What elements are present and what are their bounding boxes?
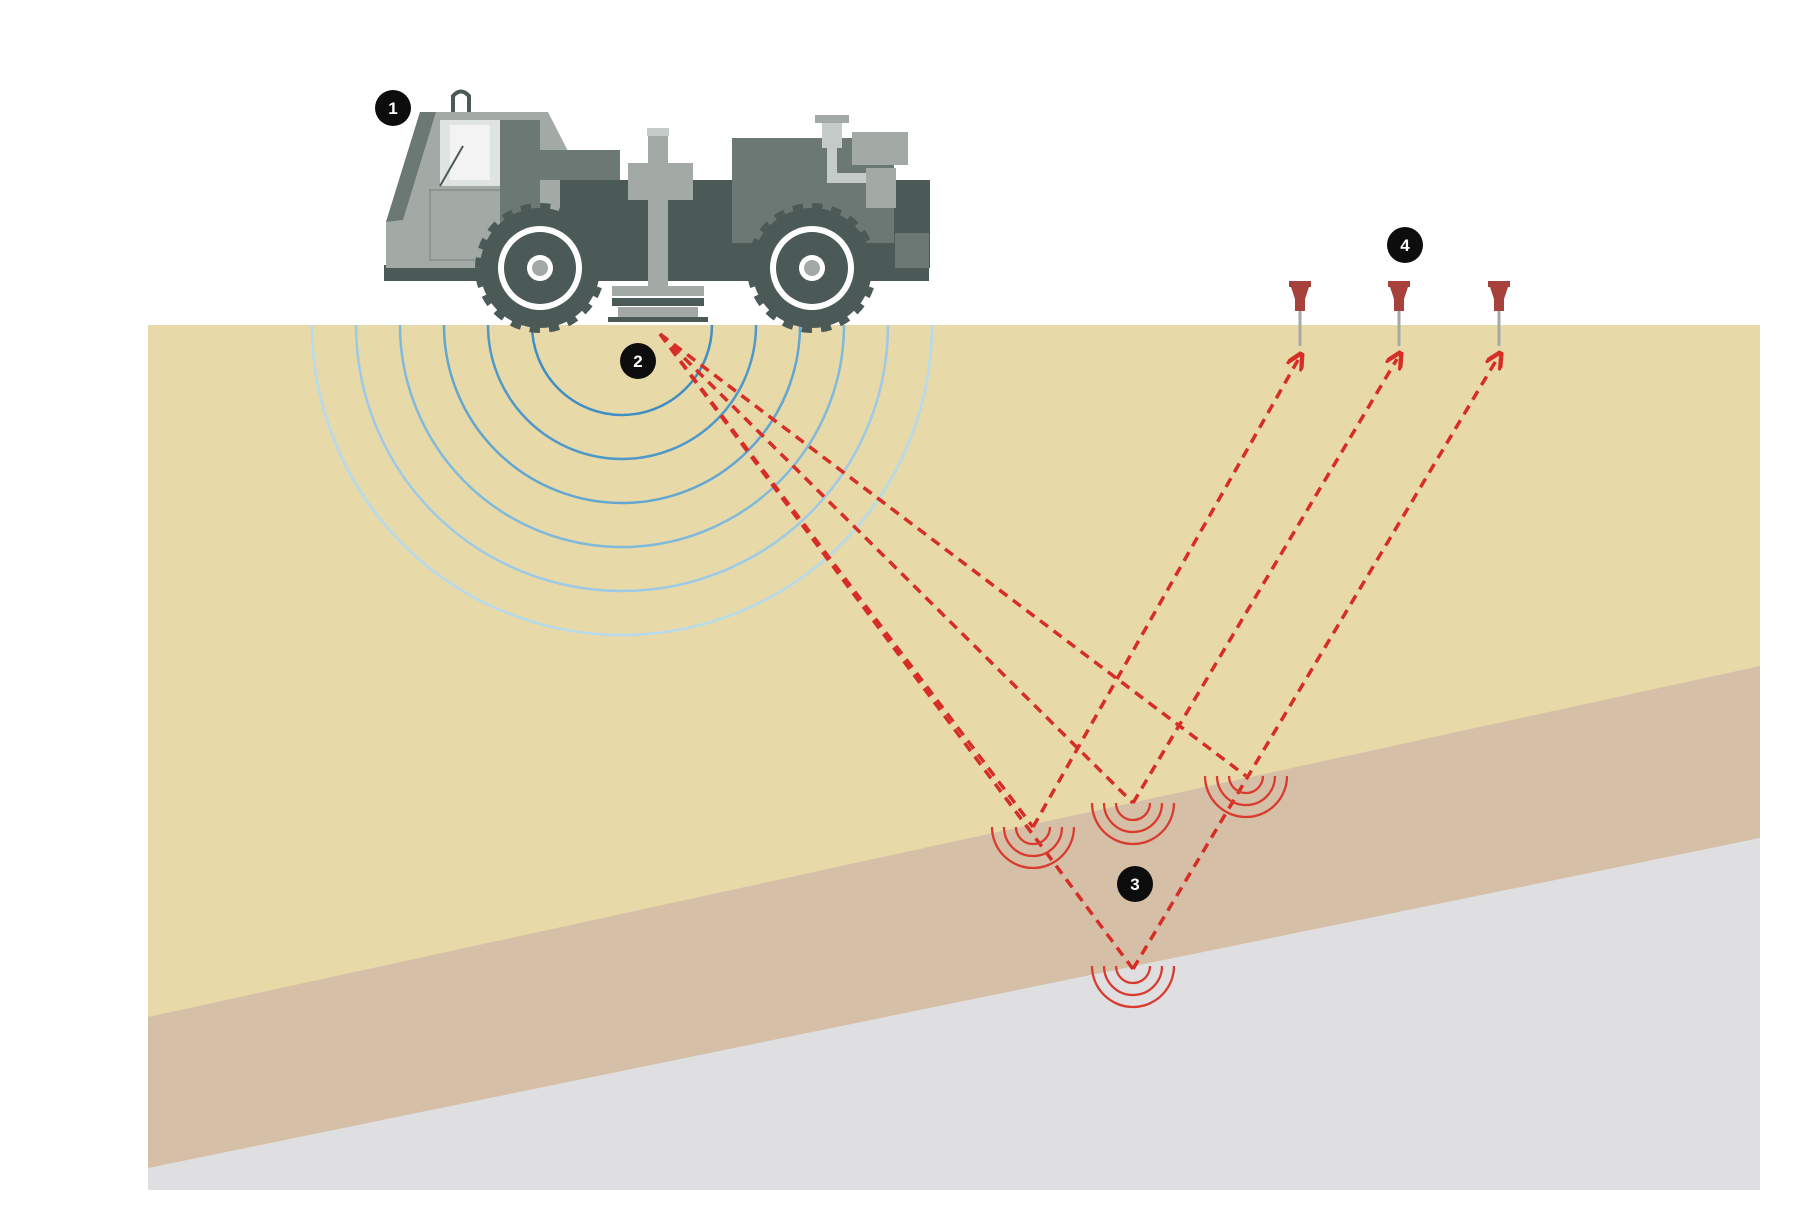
reflected-ray-1 xyxy=(1031,360,1298,828)
wavefront-1 xyxy=(530,324,714,417)
source-wavefronts xyxy=(310,324,934,637)
wavefront-5 xyxy=(354,324,890,593)
reflection-ripple-3 xyxy=(1203,775,1289,819)
geophone-array xyxy=(1289,281,1510,346)
marker-1: 1 xyxy=(375,90,411,126)
marker-4-label: 4 xyxy=(1400,236,1410,255)
seismic-rays xyxy=(658,332,1497,971)
marker-3-label: 3 xyxy=(1130,875,1139,894)
reflected-ray-2 xyxy=(1131,359,1397,804)
reflection-ripple-2 xyxy=(1090,802,1176,846)
marker-2-label: 2 xyxy=(633,352,642,371)
reflection-ripple-4 xyxy=(1090,965,1176,1009)
marker-4: 4 xyxy=(1387,227,1423,263)
vibroseis-truck-icon xyxy=(384,89,930,333)
ground-layers xyxy=(148,325,1760,1190)
incident-ray-b xyxy=(658,332,1135,805)
incident-ray-c xyxy=(658,332,1248,778)
vibrator-column xyxy=(648,130,668,290)
geophone-icon xyxy=(1289,281,1311,346)
front-wheel xyxy=(475,203,605,333)
incident-ray-a xyxy=(658,332,1035,829)
wavefront-3 xyxy=(442,324,802,505)
rear-wheel xyxy=(747,203,877,333)
reflection-points xyxy=(990,775,1289,1009)
marker-3: 3 xyxy=(1117,866,1153,902)
incident-ray-deep xyxy=(658,332,1135,971)
geophone-icon xyxy=(1488,281,1510,346)
wavefront-4 xyxy=(398,324,846,549)
truck-hood xyxy=(540,150,620,180)
bottom-layer xyxy=(148,838,1760,1190)
geophone-icon xyxy=(1388,281,1410,346)
marker-1-label: 1 xyxy=(388,99,397,118)
reflection-ripple-1 xyxy=(990,826,1076,870)
wavefront-2 xyxy=(486,324,758,461)
wavefront-6 xyxy=(310,324,934,637)
marker-2: 2 xyxy=(620,343,656,379)
